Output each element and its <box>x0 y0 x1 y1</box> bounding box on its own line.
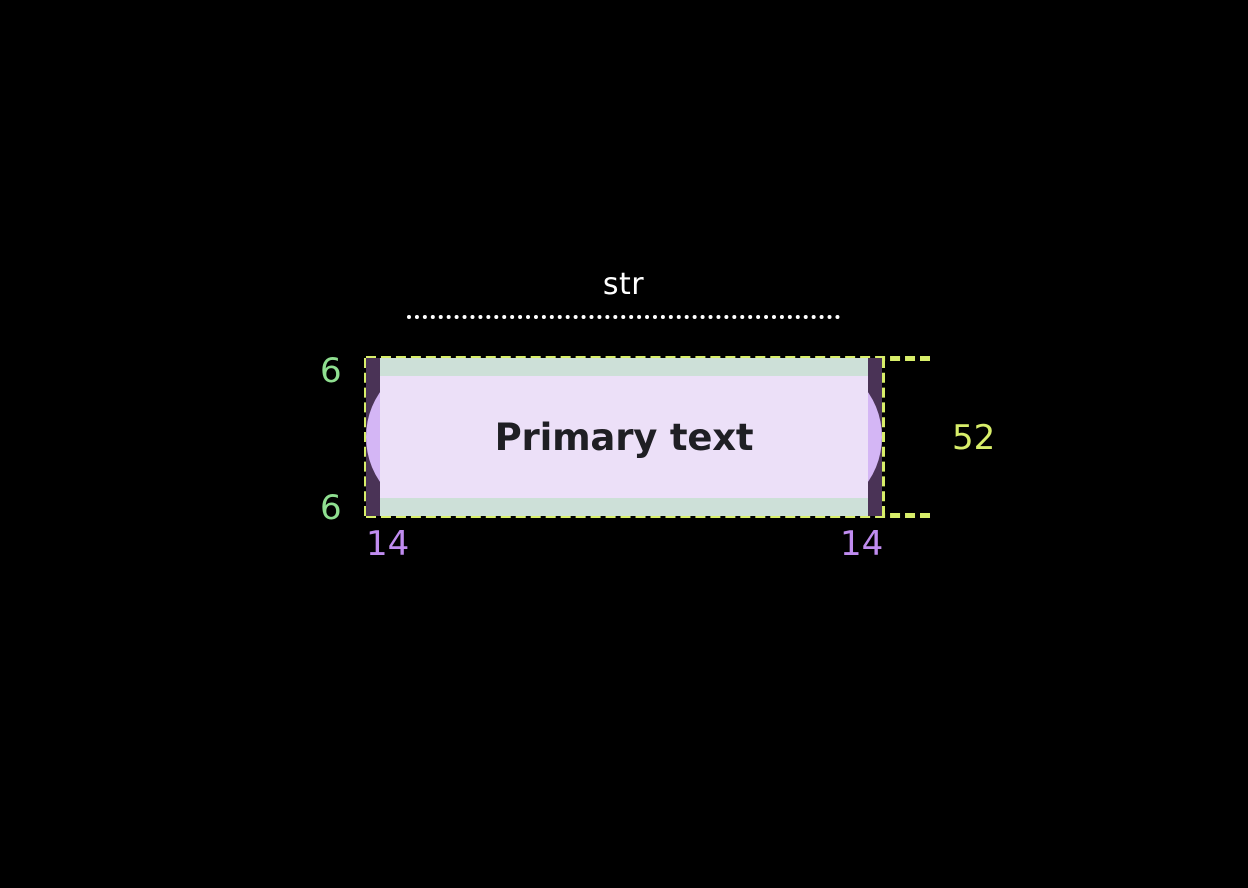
primary-button[interactable]: Primary text <box>366 358 882 516</box>
width-measure-rule <box>407 315 840 319</box>
padding-left-value: 14 <box>366 524 410 564</box>
outline-dash-right <box>880 358 885 516</box>
height-value: 52 <box>952 418 996 458</box>
primary-button-label: Primary text <box>494 415 754 459</box>
content-box-layer: Primary text <box>380 376 868 498</box>
width-measure-label: str <box>602 267 645 302</box>
padding-right-value: 14 <box>840 524 884 564</box>
padding-top-value: 6 <box>320 351 342 391</box>
padding-bottom-value: 6 <box>320 488 342 528</box>
